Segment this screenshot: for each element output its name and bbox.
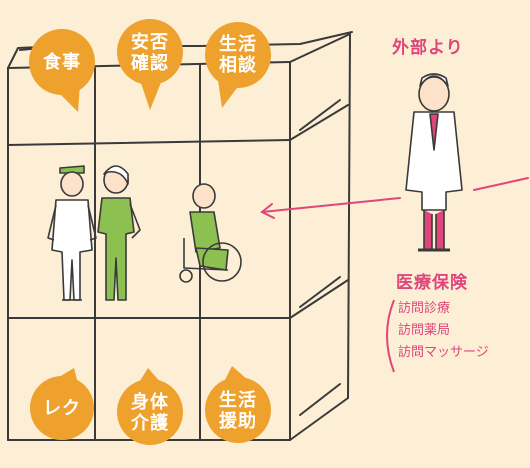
service-massage: 訪問マッサージ [398,345,489,360]
bubble-bottom-life [205,366,271,443]
bubble-bottom-physical [117,368,183,445]
bubble-bottom-physical-label: 身体 介護 [131,392,169,434]
doctor-icon [405,73,463,252]
bubble-top-consult [205,22,271,108]
service-home-visit: 訪問診療 [398,301,451,316]
building-icon [7,31,353,441]
bubble-top-consult-label: 生活 相談 [219,34,257,76]
caregiver-icon [97,165,141,301]
bubble-top-meal [29,29,95,112]
service-pharmacy: 訪問薬局 [398,323,451,338]
bubble-top-meal-label: 食事 [43,52,81,73]
bubble-top-safety-label: 安否 確認 [131,32,169,74]
services-bracket [386,299,395,373]
bubble-bottom-recreation [30,368,94,440]
bubble-top-safety [117,19,183,110]
bubble-bottom-life-label: 生活 援助 [219,390,257,432]
insurance-label: 医療保険 [396,273,468,293]
arrow-left-icon [260,177,529,219]
bubble-bottom-recreation-label: レク [43,398,81,419]
external-heading: 外部より [392,38,464,58]
wheelchair-resident-icon [179,183,242,283]
nurse-icon [47,165,97,301]
